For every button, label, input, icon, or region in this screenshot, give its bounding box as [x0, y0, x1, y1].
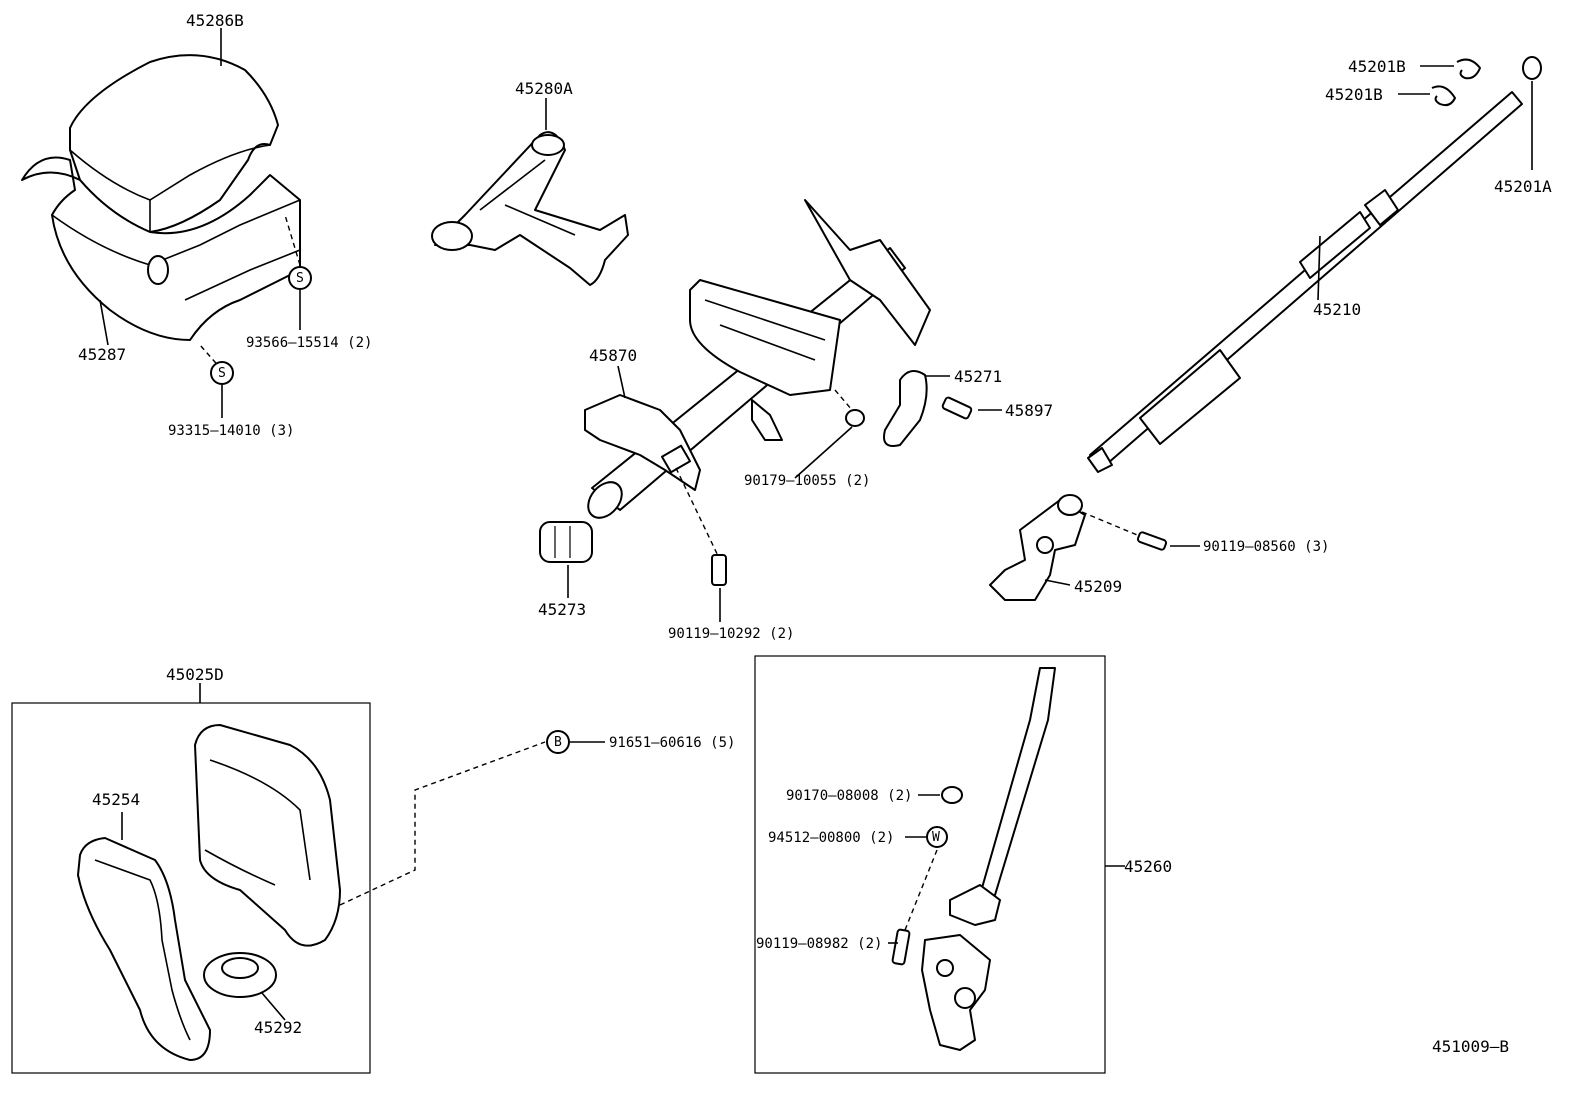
clip-45201b-2 — [1398, 85, 1456, 107]
screw-s-icon-label-1: S — [296, 271, 304, 286]
bolt-08982 — [888, 928, 911, 966]
seal-45292 — [203, 952, 286, 1021]
part-label-45286b: 45286B — [186, 11, 244, 30]
diagram-id: 451009–B — [1432, 1037, 1510, 1056]
nut-45201a — [1522, 56, 1542, 170]
part-label-94512: 94512–00800 (2) — [768, 830, 895, 846]
part-label-45280a: 45280A — [515, 79, 573, 98]
screw-s-icon-1 — [288, 266, 312, 290]
clip-45201b-1 — [1420, 58, 1481, 80]
boot-45025d — [194, 724, 341, 947]
part-label-93566: 93566–15514 (2) — [246, 335, 373, 351]
part-label-45271: 45271 — [954, 367, 1003, 386]
main-shaft — [1087, 91, 1523, 473]
lower-column-cover — [21, 156, 301, 341]
screw-s-icon-label-2: S — [218, 366, 226, 381]
part-label-45897: 45897 — [1005, 401, 1054, 420]
sleeve-45273 — [539, 521, 593, 598]
part-label-45025d: 45025D — [166, 665, 224, 684]
part-label-45254: 45254 — [92, 790, 141, 809]
part-label-90119-08982: 90119–08982 (2) — [756, 936, 883, 952]
intermediate-shaft — [921, 667, 1056, 1051]
part-label-45292: 45292 — [254, 1018, 303, 1037]
part-label-90179: 90179–10055 (2) — [744, 473, 871, 489]
part-label-45210: 45210 — [1313, 300, 1362, 319]
bolt-10292 — [711, 554, 727, 622]
washer-w-icon-label: W — [932, 830, 940, 845]
part-label-45287: 45287 — [78, 345, 127, 364]
part-label-45201b-1: 45201B — [1348, 57, 1406, 76]
part-label-45273: 45273 — [538, 600, 587, 619]
leader-45287 — [99, 299, 109, 346]
column-bracket — [431, 131, 629, 286]
box-45025d — [11, 702, 371, 1074]
part-label-90170: 90170–08008 (2) — [786, 788, 913, 804]
nut-90170 — [918, 786, 963, 804]
part-label-45870: 45870 — [589, 346, 638, 365]
part-label-91651: 91651–60616 (5) — [609, 735, 736, 751]
part-label-90119-10292: 90119–10292 (2) — [668, 626, 795, 642]
part-label-45209: 45209 — [1074, 577, 1123, 596]
part-label-93315: 93315–14010 (3) — [168, 423, 295, 439]
box-45260 — [754, 655, 1106, 1074]
part-label-90119-08560: 90119–08560 (3) — [1203, 539, 1330, 555]
screw-s-icon-2 — [210, 361, 234, 385]
bolt-45897 — [941, 396, 1002, 420]
part-label-45201a: 45201A — [1494, 177, 1552, 196]
nut-90179 — [845, 409, 865, 427]
bracket-45271 — [883, 370, 950, 447]
joint-45209 — [989, 494, 1086, 601]
part-label-45201b-2: 45201B — [1325, 85, 1383, 104]
bolt-b-icon — [546, 730, 605, 754]
part-label-45260: 45260 — [1124, 857, 1173, 876]
bolt-08560 — [1136, 531, 1200, 551]
washer-w-icon — [905, 826, 948, 848]
column-tube — [584, 199, 931, 519]
plate-45254 — [77, 812, 211, 1061]
dash-93315 — [199, 344, 223, 371]
bolt-b-icon-label: B — [554, 735, 562, 750]
